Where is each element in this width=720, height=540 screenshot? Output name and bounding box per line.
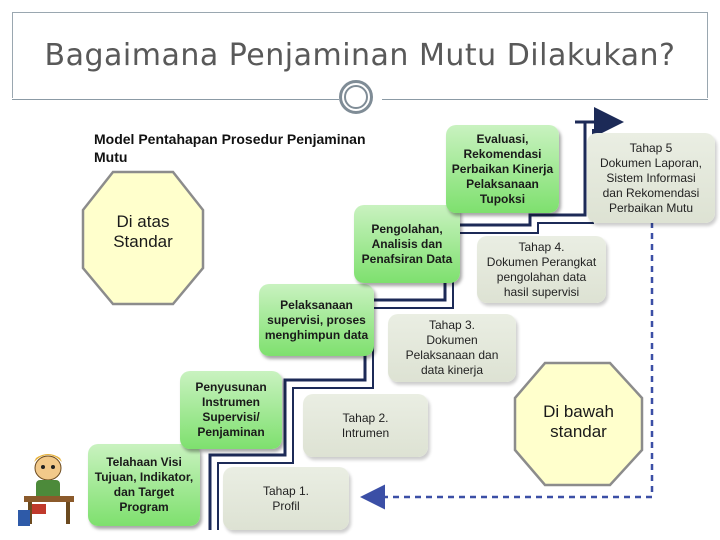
activity-box-pengolahan: Pengolahan, Analisis dan Penafsiran Data	[354, 205, 460, 283]
activity-box-supervisi: Pelaksanaan supervisi, proses menghimpun…	[259, 284, 374, 356]
model-title: Model Pentahapan Prosedur Penjaminan Mut…	[94, 131, 394, 166]
activity-box-evaluasi: Evaluasi, Rekomendasi Perbaikan Kinerja …	[446, 125, 559, 213]
above-standard-label: Di atas Standar	[83, 212, 203, 253]
stage-box-3: Tahap 3. Dokumen Pelaksanaan dan data ki…	[388, 314, 516, 382]
stage-box-2: Tahap 2. Intrumen	[303, 394, 428, 457]
student-clipart	[18, 452, 80, 528]
activity-box-visi: Telahaan Visi Tujuan, Indikator, dan Tar…	[88, 444, 200, 526]
activity-box-instrumen: Penyusunan Instrumen Supervisi/ Penjamin…	[180, 371, 282, 449]
stage-box-1: Tahap 1. Profil	[223, 467, 349, 530]
below-standard-label: Di bawah standar	[515, 402, 642, 443]
stage-box-5: Tahap 5 Dokumen Laporan, Sistem Informas…	[587, 133, 715, 223]
stage-box-4: Tahap 4. Dokumen Perangkat pengolahan da…	[477, 236, 606, 303]
